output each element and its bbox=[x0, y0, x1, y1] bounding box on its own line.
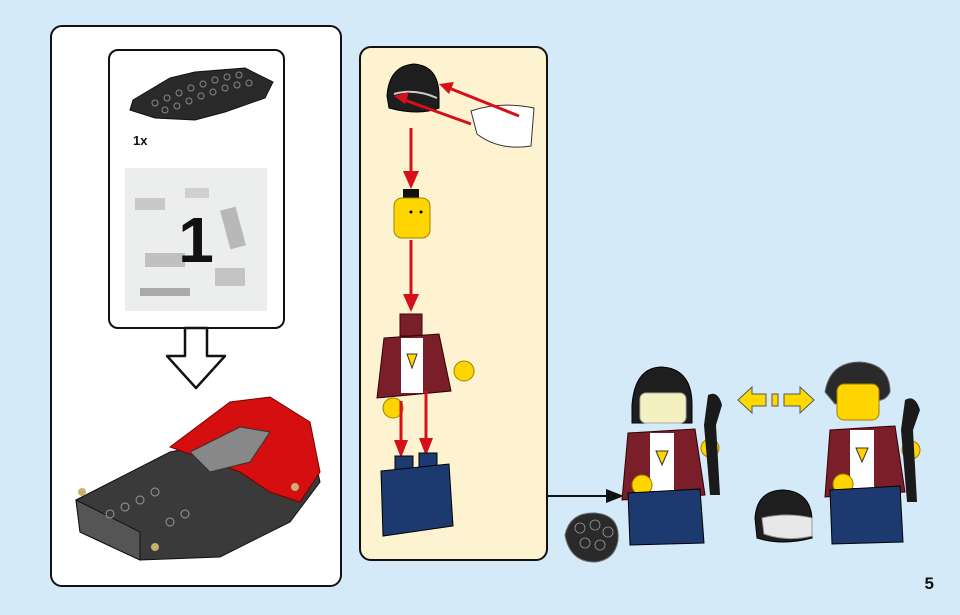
down-arrow-icon bbox=[165, 326, 227, 390]
result-arrow-icon bbox=[548, 489, 624, 503]
car-chassis-model bbox=[75, 396, 321, 561]
part-quantity: 1x bbox=[133, 133, 148, 148]
minifig-with-curly-hair bbox=[824, 361, 921, 545]
curly-hair-piece bbox=[564, 512, 619, 563]
parts-bag: 1 bbox=[125, 168, 267, 311]
minifig-with-helmet bbox=[621, 366, 722, 546]
bag-number: 1 bbox=[178, 204, 214, 276]
swap-arrows-icon bbox=[737, 385, 815, 415]
base-plate-part bbox=[129, 67, 274, 121]
loose-helmet bbox=[754, 489, 813, 543]
page-number: 5 bbox=[924, 574, 934, 593]
minifig-assembly-diagram bbox=[376, 63, 535, 537]
